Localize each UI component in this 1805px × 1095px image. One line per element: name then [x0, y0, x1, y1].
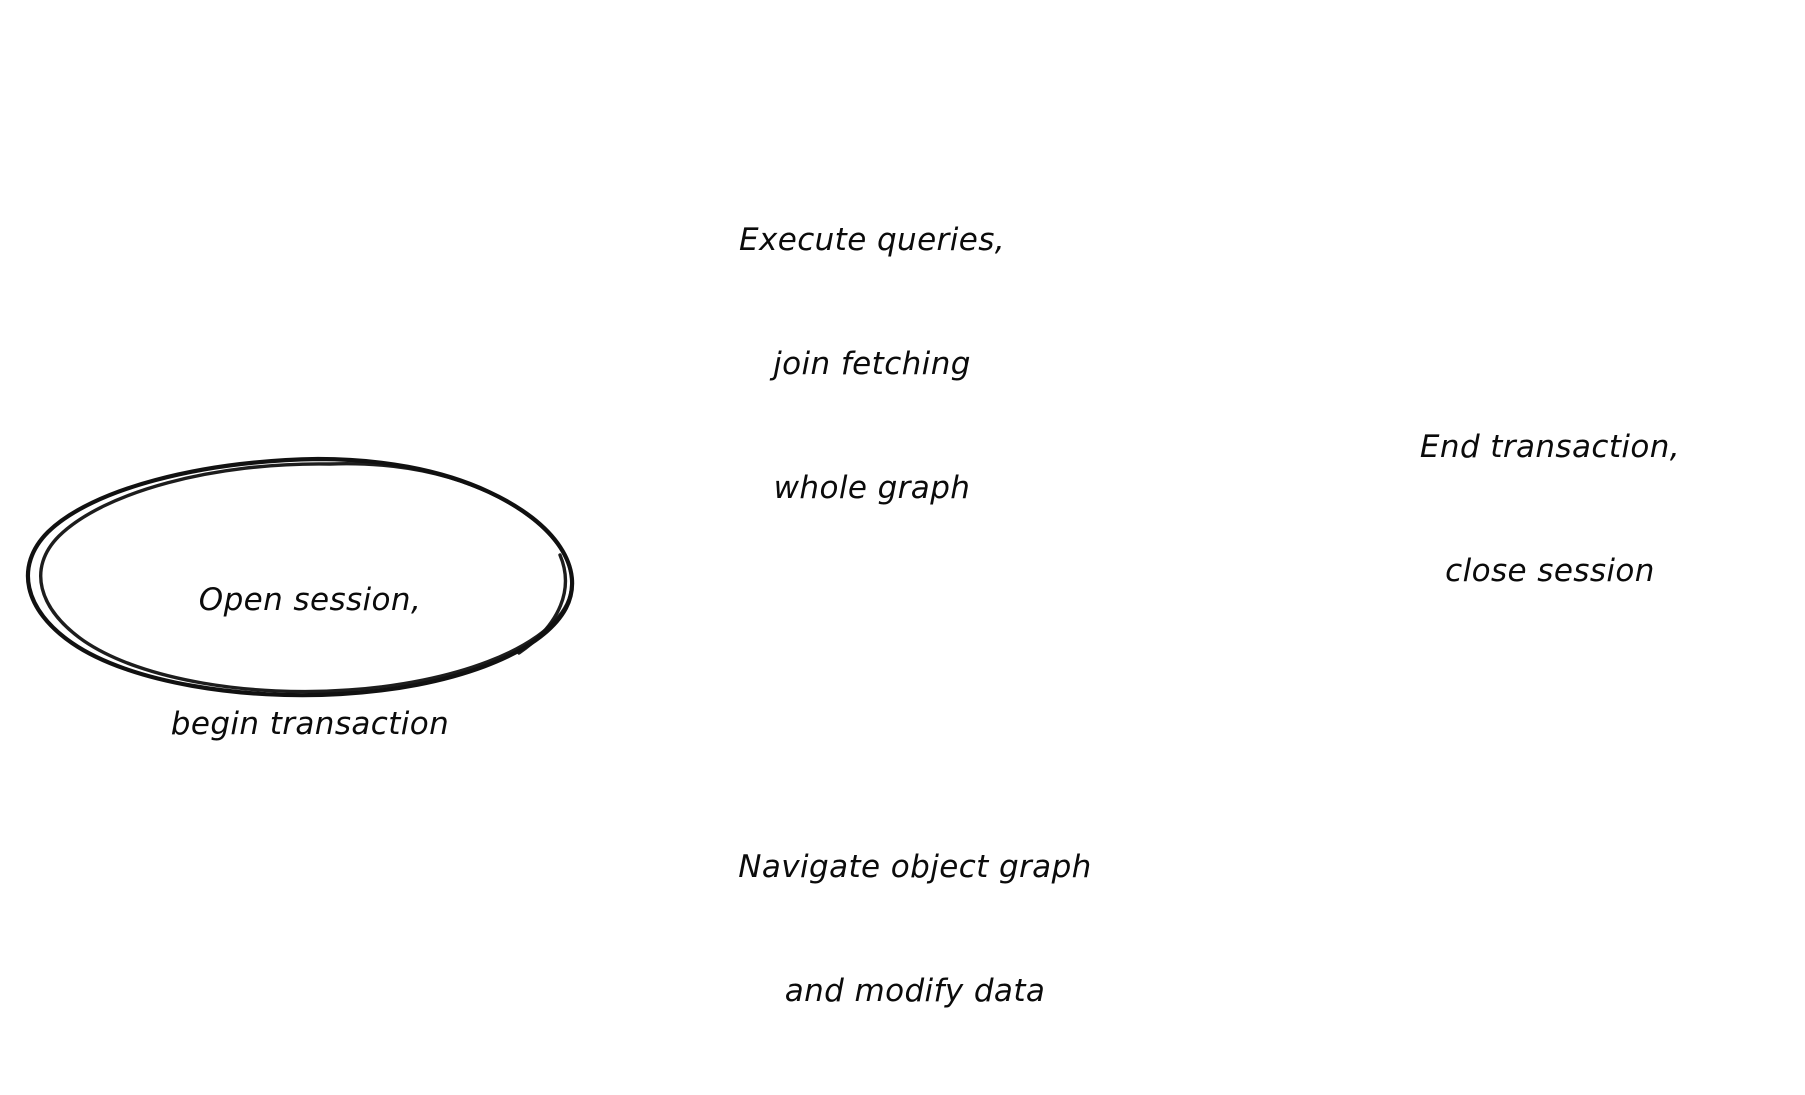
diagram-canvas: Open session, begin transaction Execute … [25, 222, 1680, 1010]
diagram-vector-layer [25, 456, 575, 698]
node-open-session-shape[interactable] [25, 456, 575, 698]
